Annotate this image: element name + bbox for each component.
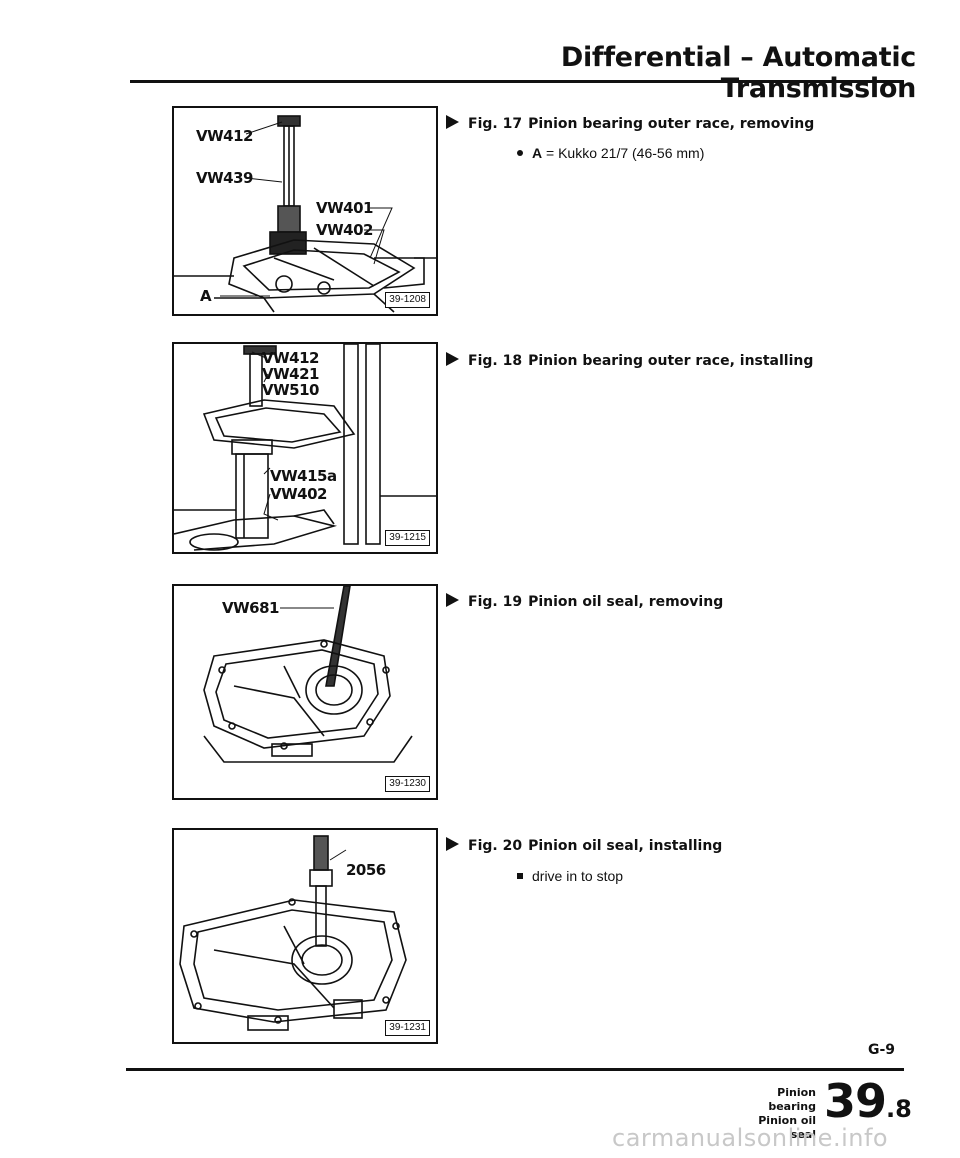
pointer-arrow-icon [446, 593, 459, 607]
figure-19-illustration: VW681 39-1230 [172, 584, 438, 800]
figure-20-note: drive in to stop [517, 868, 623, 884]
footer-topic: Pinion bearing [768, 1086, 816, 1113]
callout-label: VW421 [262, 365, 319, 383]
figure-number: Fig. 20 [468, 838, 523, 854]
section-major: 39 [824, 1074, 887, 1128]
caption-text: Pinion oil seal, installing [528, 838, 723, 854]
page-title: Differential – Automatic Transmission [560, 42, 916, 104]
figure-20-drawing [179, 835, 407, 1031]
caption-text: Pinion bearing outer race, installing [528, 353, 814, 369]
callout-label: VW415a [270, 467, 337, 485]
figure-18-drawing [174, 344, 436, 551]
figure-ref-number: 39-1231 [385, 1020, 430, 1036]
figure-number: Fig. 17 [468, 116, 523, 132]
figure-17-illustration: VW412 VW439 VW401 VW402 A 39-1208 [172, 106, 438, 316]
figure-ref-number: 39-1230 [385, 776, 430, 792]
callout-label: VW402 [270, 485, 327, 503]
bullet-square-icon [517, 873, 523, 879]
callout-label: VW402 [316, 221, 373, 239]
figure-18-caption: Fig. 18 Pinion bearing outer race, instal… [446, 352, 813, 369]
callout-label: VW412 [196, 127, 253, 145]
caption-text: Pinion bearing outer race, removing [528, 116, 815, 132]
pointer-arrow-icon [446, 115, 459, 129]
figure-number: Fig. 18 [468, 353, 523, 369]
figure-18-illustration: VW412 VW421 VW510 VW415a VW402 39-1215 [172, 342, 438, 554]
bullet-dot-icon [517, 150, 523, 156]
pointer-arrow-icon [446, 837, 459, 851]
figure-17-caption: Fig. 17 Pinion bearing outer race, removi… [446, 115, 814, 132]
callout-label: A [200, 287, 212, 305]
figure-20-illustration: 2056 39-1231 [172, 828, 438, 1044]
section-number: 39.8 [824, 1074, 912, 1128]
note-text: = Kukko 21/7 (46-56 mm) [542, 145, 705, 161]
caption-text: Pinion oil seal, removing [528, 594, 724, 610]
figure-19-caption: Fig. 19 Pinion oil seal, removing [446, 593, 723, 610]
pointer-arrow-icon [446, 352, 459, 366]
note-key: A [532, 145, 543, 161]
footer-rule [126, 1068, 904, 1071]
figure-ref-number: 39-1215 [385, 530, 430, 546]
callout-label: 2056 [346, 861, 386, 879]
figure-17-note: A = Kukko 21/7 (46-56 mm) [517, 145, 704, 161]
callout-label: VW401 [316, 199, 373, 217]
figure-number: Fig. 19 [468, 594, 523, 610]
footer-topic: Pinion oil seal [758, 1114, 816, 1141]
figure-19-drawing [203, 586, 413, 763]
callout-label: VW681 [222, 599, 279, 617]
note-text: drive in to stop [532, 868, 624, 884]
header-rule [130, 80, 904, 83]
callout-label: VW439 [196, 169, 253, 187]
figure-ref-number: 39-1208 [385, 292, 430, 308]
page-code: G-9 [868, 1042, 896, 1058]
figure-20-caption: Fig. 20 Pinion oil seal, installing [446, 837, 722, 854]
callout-label: VW510 [262, 381, 319, 399]
callout-label: VW412 [262, 349, 319, 367]
figure-17-drawing [174, 115, 436, 313]
watermark: carmanualsonline.info [612, 1124, 889, 1152]
footer-topics: Pinion bearing Pinion oil seal [756, 1086, 816, 1142]
section-minor: .8 [886, 1095, 912, 1123]
